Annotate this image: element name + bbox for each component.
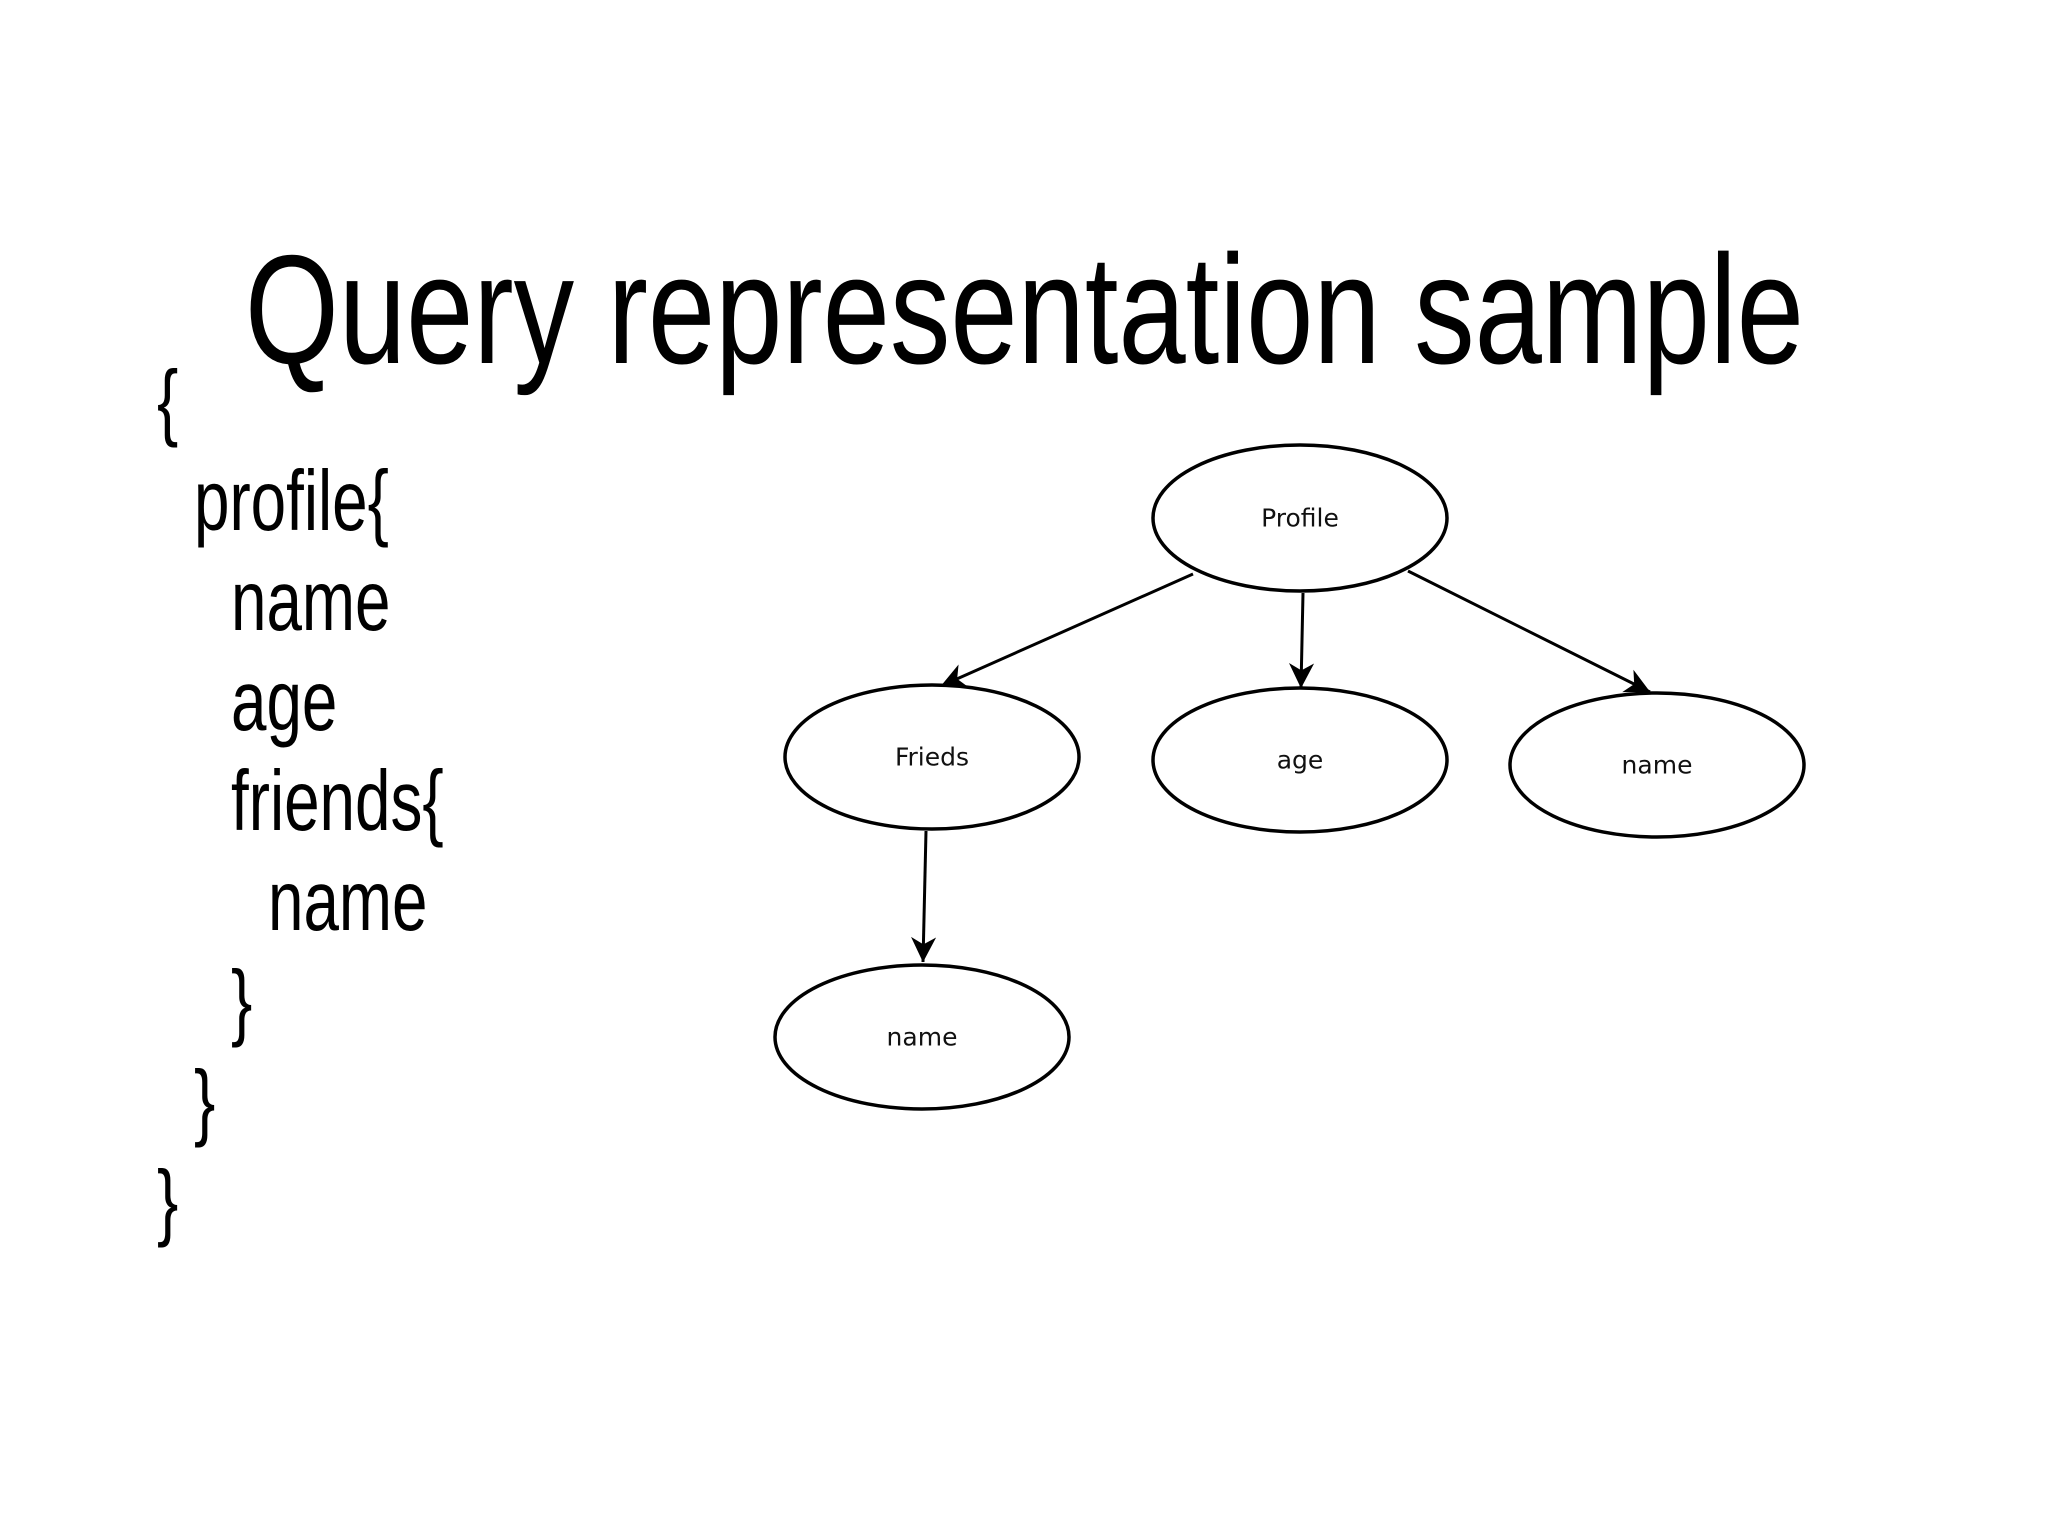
code-line-6: }: [231, 954, 253, 1049]
code-line-2: name: [231, 554, 391, 649]
edge-profile-to-name-right: [1407, 569, 1651, 694]
code-line-5: name: [268, 854, 428, 949]
page-title: Query representation sample: [0, 232, 2048, 387]
node-label-profile: Profile: [1261, 504, 1339, 533]
node-label-name-bottom: name: [887, 1023, 958, 1052]
node-ellipse-name-right: [1508, 691, 1806, 839]
node-frieds: Frieds: [783, 683, 1081, 831]
node-ellipse-profile: [1151, 443, 1449, 593]
code-line-4: friends{: [231, 754, 444, 849]
code-line-7: }: [194, 1054, 216, 1149]
node-label-frieds: Frieds: [895, 743, 969, 772]
node-profile: Profile: [1151, 443, 1449, 593]
node-label-age: age: [1277, 746, 1324, 775]
node-ellipse-name-bottom: [773, 963, 1071, 1111]
node-ellipse-age: [1151, 686, 1449, 834]
code-line-0: {: [157, 354, 179, 449]
diagram-edges-layer: [911, 569, 1651, 963]
edge-profile-to-frieds: [940, 572, 1194, 688]
edge-frieds-to-name-bottom: [911, 830, 937, 963]
code-line-1: profile{: [194, 454, 389, 549]
node-label-name-right: name: [1622, 751, 1693, 780]
code-line-8: }: [157, 1154, 179, 1249]
node-age: age: [1151, 686, 1449, 834]
node-ellipse-frieds: [783, 683, 1081, 831]
code-line-3: age: [231, 654, 338, 749]
node-name-right: name: [1508, 691, 1806, 839]
edge-profile-to-age: [1288, 592, 1315, 689]
node-name-bottom: name: [773, 963, 1071, 1111]
page-title-text: Query representation sample: [244, 222, 1804, 396]
